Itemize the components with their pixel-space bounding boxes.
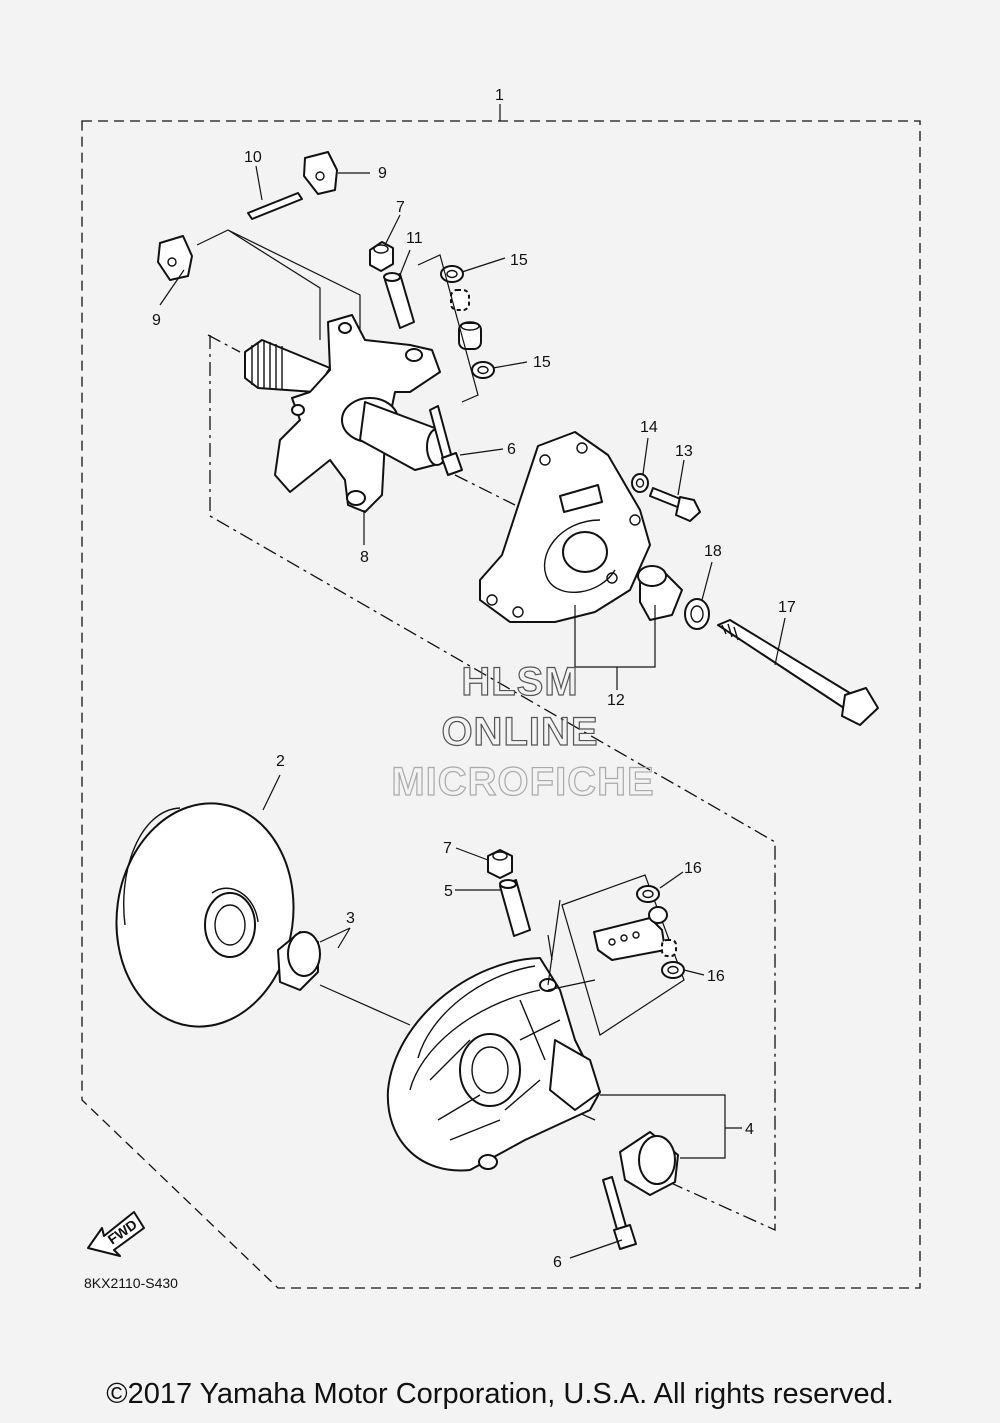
pin-10 — [247, 192, 303, 220]
callout-9-upper: 9 — [378, 165, 387, 182]
watermark-line-3: MICROFICHE — [391, 760, 654, 804]
washer-16-upper — [636, 885, 660, 903]
callout-15-upper: 15 — [510, 252, 528, 269]
weight-block-9-upper — [303, 151, 338, 195]
callout-5: 5 — [444, 883, 453, 900]
collar-4 — [619, 1131, 679, 1196]
callout-3: 3 — [346, 910, 355, 927]
callout-12: 12 — [607, 692, 625, 709]
cover-plate — [479, 431, 651, 623]
bolt-13 — [649, 487, 701, 522]
washer-18 — [684, 598, 710, 630]
washer-15-upper — [440, 265, 464, 283]
washer-15-lower — [471, 361, 495, 379]
callout-2: 2 — [276, 753, 285, 770]
fixed-sheave-2 — [115, 802, 295, 1028]
callout-17: 17 — [778, 599, 796, 616]
assembly-boundary — [81, 120, 921, 1289]
washer-16-lower — [661, 961, 685, 979]
collar-11 — [383, 272, 415, 329]
roller-mid — [458, 321, 482, 350]
callout-4: 4 — [745, 1121, 754, 1138]
callout-16-upper: 16 — [684, 860, 702, 877]
copyright-notice: ©2017 Yamaha Motor Corporation, U.S.A. A… — [106, 1378, 894, 1410]
movable-sheave-4 — [386, 957, 601, 1172]
callout-11: 11 — [406, 230, 423, 247]
callout-labels: 1 10 9 7 11 15 9 15 14 6 13 8 18 17 12 2… — [152, 87, 796, 1271]
callout-15-lower: 15 — [533, 354, 551, 371]
washer-14 — [631, 473, 649, 493]
callout-8: 8 — [360, 549, 369, 566]
bolt-17 — [717, 619, 879, 726]
callout-14: 14 — [640, 419, 658, 436]
callout-7-lower: 7 — [443, 840, 452, 857]
collar-5 — [499, 879, 531, 937]
callout-9-left: 9 — [152, 312, 161, 329]
callout-13: 13 — [675, 443, 693, 460]
bushing-3 — [277, 931, 321, 991]
callout-6-upper: 6 — [507, 441, 516, 458]
bolt-6-upper — [429, 405, 463, 476]
callout-1: 1 — [495, 87, 504, 104]
diagram-code: 8KX2110-S430 — [84, 1275, 178, 1291]
bolt-6-lower — [602, 1176, 637, 1250]
nut-7-upper — [369, 241, 394, 272]
callout-6-lower: 6 — [553, 1254, 562, 1271]
spider-8 — [244, 314, 448, 513]
watermark: HLSM ONLINE MICROFICHE — [391, 659, 655, 804]
collar-12 — [637, 565, 683, 621]
watermark-line-2: ONLINE — [441, 710, 598, 754]
callout-leaders — [159, 165, 786, 1259]
arm-link — [593, 906, 668, 961]
nut-7-lower — [487, 849, 513, 879]
roller-lower — [661, 939, 677, 957]
callout-18: 18 — [704, 543, 722, 560]
callout-16-lower: 16 — [707, 968, 725, 985]
roller-upper — [450, 289, 470, 311]
callout-10: 10 — [244, 149, 262, 166]
callout-7-upper: 7 — [396, 199, 405, 216]
fwd-arrow-icon: FWD — [87, 1211, 145, 1257]
watermark-line-1: HLSM — [461, 660, 578, 704]
weight-block-9-left — [157, 235, 193, 281]
